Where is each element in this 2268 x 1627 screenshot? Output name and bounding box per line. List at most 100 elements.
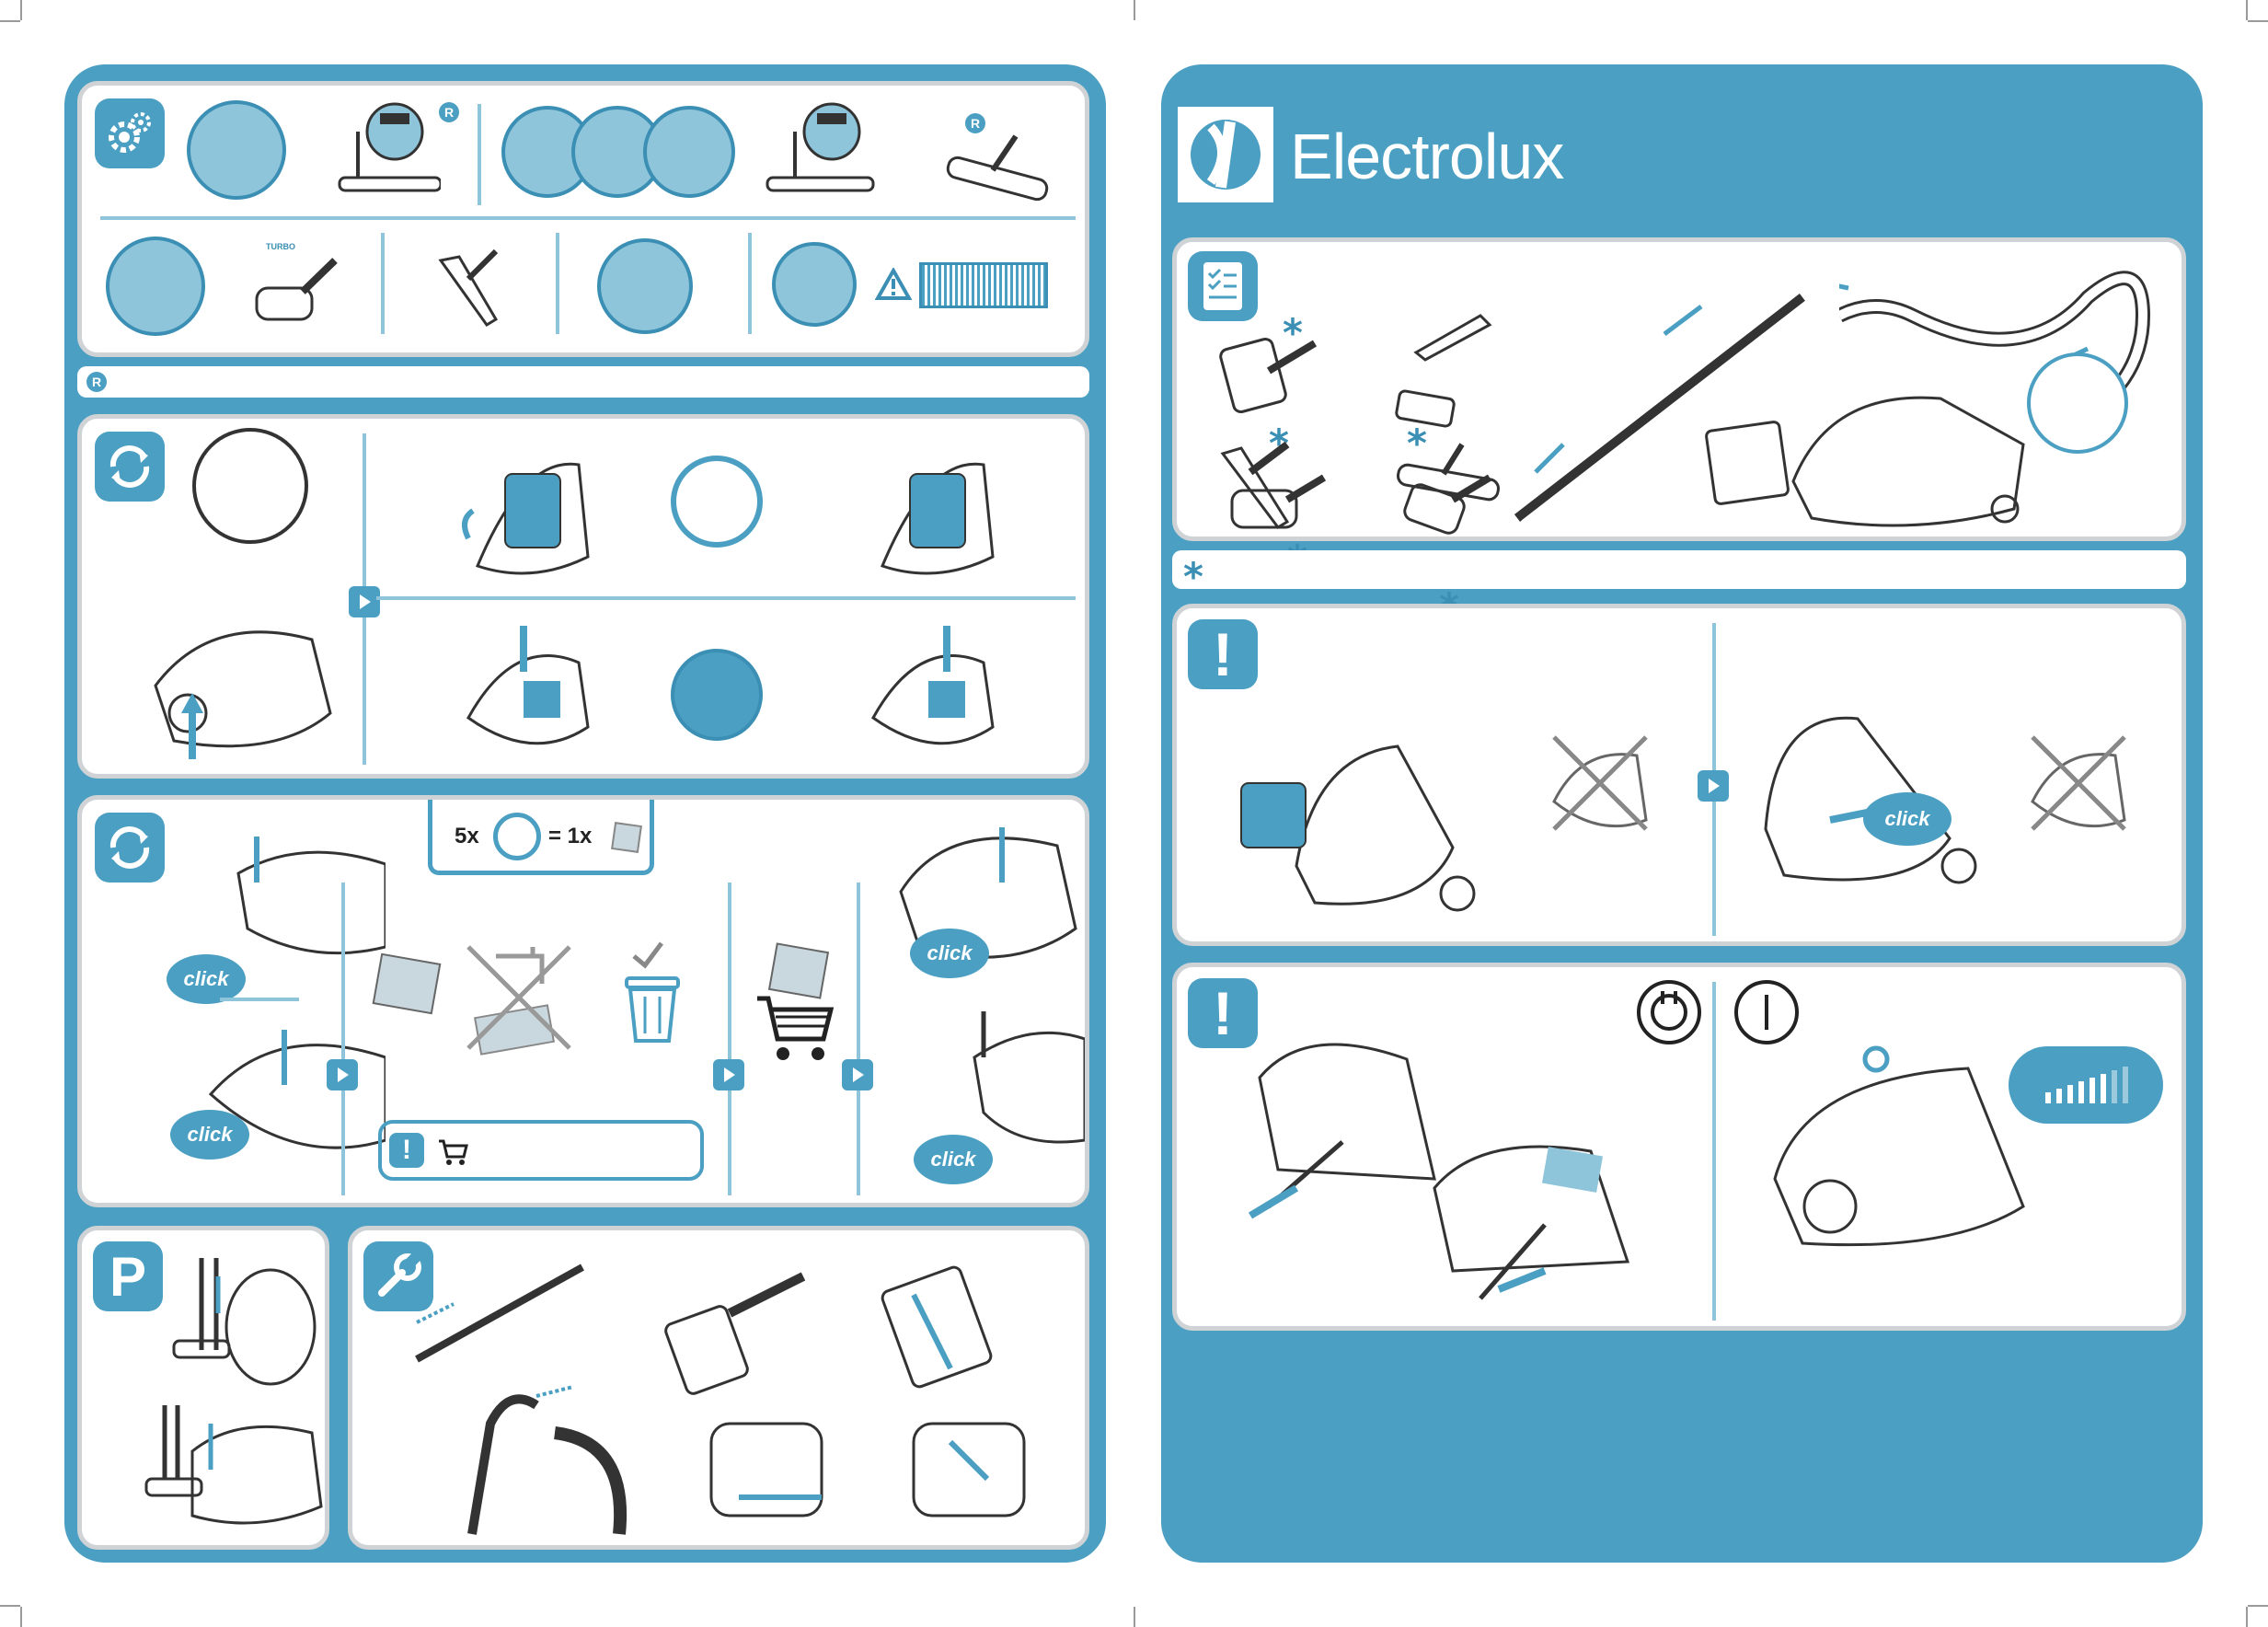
open-lid-illustration [154,630,332,759]
power-icon [1734,980,1799,1044]
mini-turbo-nozzle-illustration [1219,337,1318,414]
divider [556,233,559,334]
replace-filter-badge [95,813,165,883]
wrench-icon [378,1252,421,1297]
bag-count-icon [493,813,541,860]
hard-floor-image-2 [571,106,663,198]
trash-icon [625,941,680,1043]
unplug-illustration [1248,1043,1436,1219]
upholstery-image [106,237,205,336]
warning-triangle-icon [875,268,912,300]
crop-mark [20,1607,22,1627]
hard-floor-image-3 [643,106,735,198]
components-card: * * * * * [1172,237,2186,627]
next-arrow-icon [842,1059,873,1090]
registered-mark: R [965,113,985,133]
power-bar [2078,1081,2084,1103]
crevice-usage-image [597,238,693,334]
filter-count-icon [611,822,642,853]
remove-filter-illustration [466,626,590,745]
turbo-brush-illustration [255,258,338,321]
parquet-nozzle-illustration [1397,443,1500,502]
insert-bag-correct-illustration [1240,744,1476,912]
insert-filter-illustration [871,626,995,745]
left-panel: R R TURBO [64,64,1106,1563]
divider [381,233,385,334]
nozzle-settings-card: R R TURBO [77,81,1089,357]
combination-nozzle-illustration [1403,474,1492,535]
click-label: click [170,1110,249,1160]
upholstery-nozzle-illustration [1220,441,1290,529]
exclamation-icon: ! [1213,979,1233,1047]
filter-pad-image [372,952,442,1015]
filter-pad-image [767,942,830,999]
plug-icon [1637,980,1701,1044]
lift-filter-illustration [208,1030,386,1149]
brand-name: Electrolux [1290,121,1564,192]
open-filter-cover-illustration [236,837,386,955]
brush-bristles-image [919,262,1048,308]
brush-hair-image [772,242,857,327]
vertical-parking-illustration [172,1258,317,1386]
crop-mark [2246,1607,2248,1627]
dispose-bag-image [671,456,763,548]
suction-power-indicator [2009,1046,2163,1124]
power-bar [2101,1074,2106,1103]
fold-mark [1134,0,1135,20]
close-lid-bag-illustration [1764,716,1977,884]
filter-ratio-right: = 1x [548,824,593,848]
no-washing-icon [466,945,571,1056]
click-label: click [910,929,989,978]
close-filter-cover-illustration [973,1011,1085,1144]
dusting-brush-illustration [1395,389,1456,428]
power-bar [2112,1070,2117,1103]
maintenance-badge [363,1241,433,1311]
power-bar [2067,1085,2073,1103]
horizontal-parking-illustration [144,1405,323,1525]
replace-filter-card: click click 5x = 1x [77,795,1089,1207]
divider [748,233,752,334]
insert-bag-illustration [880,462,995,575]
cart-icon [757,996,835,1060]
divider [728,883,731,1195]
filter-ratio-box: 5x = 1x [428,800,654,875]
divider [1712,982,1716,1321]
gear-icon [109,112,151,153]
no-lid-crossed-illustration [2031,735,2126,831]
crop-mark [2248,1605,2268,1607]
nozzle-carpet-setting-illustration [338,102,441,192]
bag-warning-card: ! click [1172,604,2186,946]
optional-accessory-mark: * [1407,421,1427,466]
telescopic-tube-illustration [1514,294,1810,524]
power-card: ! [1172,963,2186,1331]
exclamation-icon: ! [402,1135,411,1165]
bag-warning-badge: ! [1188,619,1258,689]
parking-card: P [77,1226,329,1550]
parking-badge: P [93,1241,163,1311]
right-panel: Electrolux * * * [1161,64,2203,1563]
replace-bag-card [77,414,1089,779]
optional-accessory-note-strip: * [1172,550,2186,596]
crop-mark [2248,20,2268,22]
checklist-icon [1203,262,1242,310]
bag-indicator-zoom [192,428,308,544]
replace-bag-badge [95,432,165,502]
power-bar [2045,1092,2051,1103]
clean-tube-illustration [415,1264,584,1363]
refresh-icon [109,445,150,488]
fold-mark [1134,1607,1135,1627]
filter-purchase-note: ! [378,1120,704,1181]
clean-nozzle-illustration-2 [881,1265,993,1389]
divider [341,883,345,1195]
divider [376,596,1076,600]
power-warning-badge: ! [1188,978,1258,1048]
next-arrow-icon [713,1059,744,1090]
divider [100,216,1076,220]
refresh-icon [109,826,150,869]
turbo-label: TURBO [266,242,295,251]
clean-hose-illustration [467,1385,627,1535]
electrolux-logo: Electrolux [1178,107,1564,202]
crop-mark [0,1605,20,1607]
exclamation-icon: ! [1213,620,1233,688]
next-arrow-icon [349,586,380,617]
